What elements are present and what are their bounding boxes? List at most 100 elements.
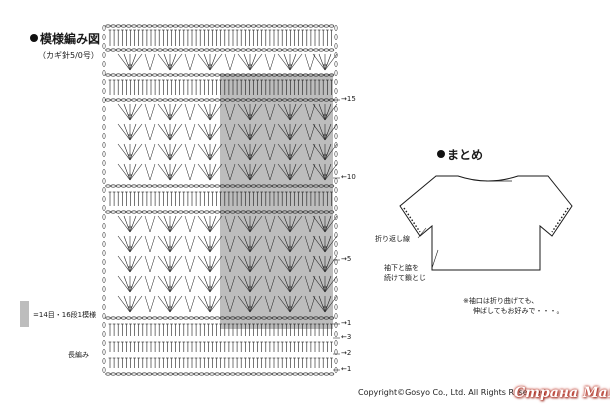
chain-stitch — [230, 73, 236, 77]
chain-stitch — [147, 24, 153, 28]
chain-stitch — [178, 316, 184, 320]
turning-chain — [102, 322, 106, 328]
fan-stitch — [324, 163, 332, 181]
fan-stitch — [129, 53, 137, 71]
chain-stitch — [193, 24, 199, 28]
chain-stitch — [297, 73, 304, 77]
seam-label-line2: 続けて鎖とじ — [384, 274, 426, 282]
chain-stitch — [167, 24, 173, 28]
v-stitch — [144, 143, 151, 161]
fan-stitch — [277, 123, 291, 141]
v-stitch — [309, 163, 316, 181]
fan-stitch — [318, 215, 326, 233]
chain-stitch — [188, 210, 194, 214]
chain-stitch — [157, 24, 163, 28]
chain-stitch — [251, 184, 257, 188]
fan-stitch — [243, 255, 251, 273]
chain-stitch — [193, 73, 199, 77]
chain-stitch — [128, 285, 132, 289]
chain-stitch — [323, 24, 330, 28]
chain-stitch — [329, 372, 335, 376]
chain-stitch — [188, 24, 194, 28]
turning-chain — [334, 214, 338, 220]
fan-stitch — [123, 163, 131, 181]
chain-stitch — [288, 133, 292, 137]
chain-stitch — [208, 113, 212, 117]
chain-stitch — [131, 184, 137, 188]
chain-stitch — [110, 316, 116, 320]
fan-stitch — [289, 163, 303, 181]
v-stitch — [224, 123, 231, 141]
turning-chain — [334, 241, 338, 247]
chain-stitch — [323, 113, 327, 117]
fan-stitch — [197, 123, 211, 141]
chain-stitch — [235, 98, 241, 102]
chain-stitch — [248, 305, 252, 309]
v-stitch — [309, 143, 316, 161]
chain-stitch — [208, 153, 212, 157]
fan-stitch — [209, 53, 223, 71]
chain-stitch — [219, 372, 225, 376]
chain-stitch — [266, 184, 272, 188]
fan-stitch — [237, 103, 251, 121]
fan-stitch — [277, 255, 291, 273]
chain-stitch — [240, 98, 246, 102]
chain-stitch — [120, 210, 127, 214]
fan-stitch — [243, 295, 251, 313]
chain-stitch — [131, 48, 137, 52]
chain-stitch — [219, 316, 225, 320]
chain-stitch — [277, 73, 283, 77]
fan-stitch — [203, 103, 211, 121]
fan-stitch — [209, 295, 217, 313]
v-stitch — [269, 295, 276, 313]
v-stitch — [189, 53, 196, 71]
v-stitch — [144, 123, 151, 141]
fan-stitch — [277, 53, 291, 71]
chain-stitch — [271, 316, 278, 320]
chain-stitch — [131, 210, 137, 214]
right-fold-line — [551, 207, 569, 233]
v-stitch — [189, 163, 196, 181]
fan-stitch — [129, 53, 143, 71]
turning-chain — [334, 223, 338, 229]
chain-stitch — [318, 98, 324, 102]
v-stitch — [144, 295, 151, 313]
fan-stitch — [289, 215, 297, 233]
chain-stitch — [287, 210, 293, 214]
turning-chain — [102, 250, 106, 256]
turning-chain — [102, 232, 106, 238]
chain-stitch — [183, 184, 189, 188]
chain-stitch — [323, 184, 330, 188]
fan-stitch — [243, 235, 251, 253]
chain-stitch — [167, 184, 173, 188]
fan-stitch — [197, 163, 211, 181]
chain-stitch — [271, 210, 278, 214]
v-stitch — [189, 123, 196, 141]
fan-stitch — [169, 53, 183, 71]
chain-stitch — [271, 372, 278, 376]
chain-stitch — [162, 98, 168, 102]
v-stitch — [269, 123, 276, 141]
chain-stitch — [288, 245, 292, 249]
chain-stitch — [110, 73, 116, 77]
fan-stitch — [169, 295, 183, 313]
chain-stitch — [105, 98, 111, 102]
chain-stitch — [115, 48, 121, 52]
chain-stitch — [157, 372, 163, 376]
fan-stitch — [243, 275, 251, 293]
v-stitch — [269, 103, 276, 121]
fan-stitch — [123, 123, 131, 141]
fan-stitch — [318, 143, 326, 161]
chain-stitch — [282, 210, 288, 214]
chain-stitch — [292, 24, 298, 28]
chain-stitch — [248, 225, 252, 229]
chain-stitch — [131, 316, 137, 320]
fan-stitch — [129, 275, 143, 293]
chain-stitch — [261, 24, 267, 28]
chain-stitch — [251, 372, 257, 376]
chain-stitch — [256, 184, 262, 188]
chain-stitch — [245, 24, 251, 28]
v-stitch — [184, 295, 191, 313]
chain-stitch — [141, 98, 147, 102]
v-stitch — [189, 255, 196, 273]
